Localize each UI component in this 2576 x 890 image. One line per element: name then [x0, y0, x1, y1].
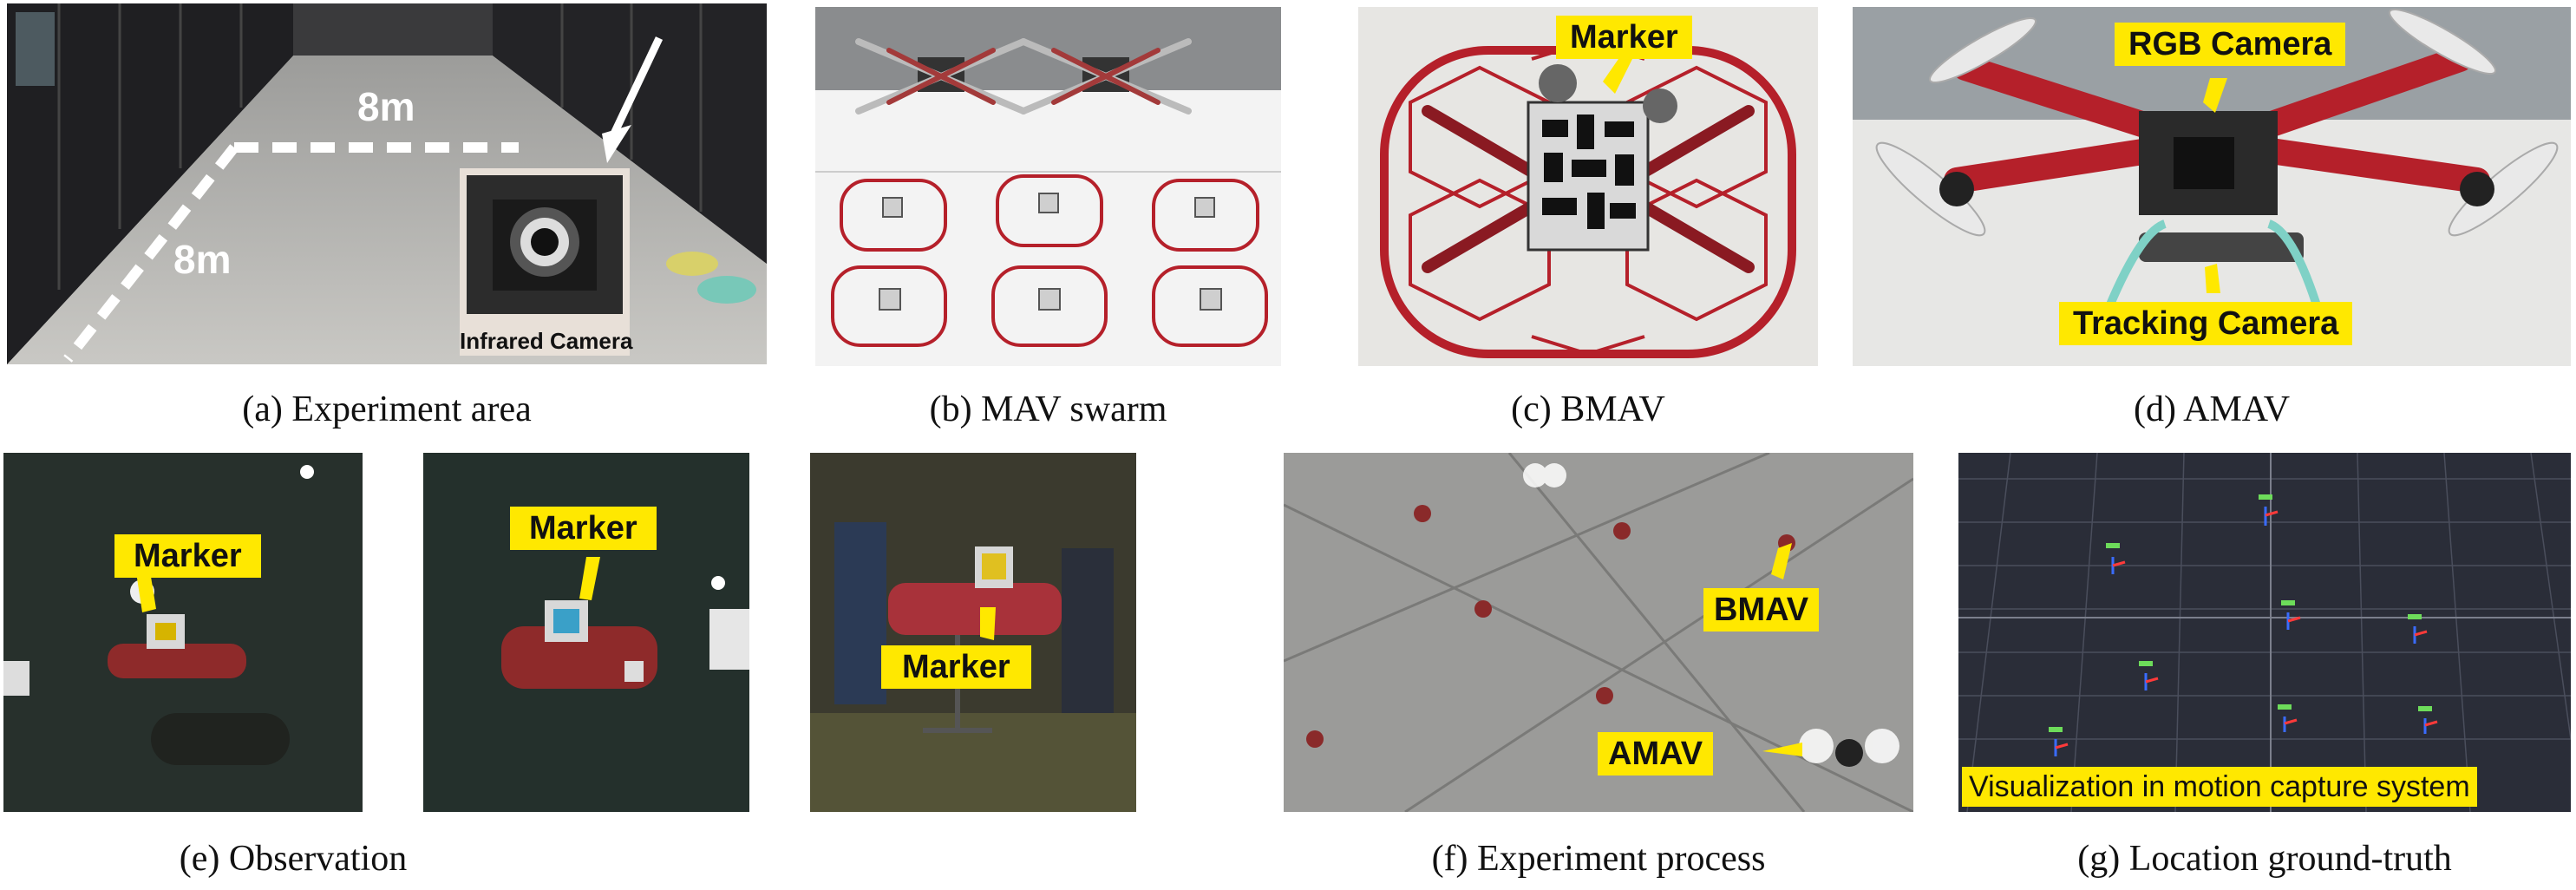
motion-capture-grid — [1958, 453, 2571, 812]
photo-experiment-process: BMAV AMAV — [1284, 453, 1913, 812]
motion-capture-visualization: Visualization in motion capture system — [1958, 453, 2571, 812]
observation-frame-3-image — [810, 453, 1136, 812]
caption-f: (f) Experiment process — [1431, 839, 1766, 879]
caption-g: (g) Location ground-truth — [2077, 839, 2452, 879]
rgb-camera-label: RGB Camera — [2115, 23, 2346, 66]
amav-label: AMAV — [1598, 732, 1714, 775]
observation-frame-3: Marker — [810, 453, 1136, 812]
caption-a: (a) Experiment area — [242, 389, 532, 429]
tracking-camera-label: Tracking Camera — [2059, 302, 2353, 345]
bmav-label: BMAV — [1703, 588, 1820, 632]
caption-c: (c) BMAV — [1511, 389, 1665, 429]
photo-amav: RGB Camera Tracking Camera — [1853, 7, 2571, 366]
marker-label-bmav: Marker — [1556, 16, 1692, 59]
observation-frame-1-image — [3, 453, 363, 812]
observation-frame-2: Marker — [423, 453, 749, 812]
photo-bmav: Marker — [1358, 7, 1818, 366]
mav-swarm-image — [815, 7, 1281, 366]
caption-e: (e) Observation — [179, 839, 408, 879]
marker-label-frame-2: Marker — [510, 507, 657, 550]
observation-frame-1: Marker — [3, 453, 363, 812]
dimension-label-depth: 8m — [173, 237, 232, 282]
experiment-area-image — [7, 3, 767, 364]
photo-experiment-area: 8m 8m Infrared Camera — [7, 3, 767, 364]
marker-label-frame-1: Marker — [114, 534, 261, 578]
dimension-label-width: 8m — [357, 84, 415, 129]
caption-b: (b) MAV swarm — [929, 389, 1167, 429]
visualization-label: Visualization in motion capture system — [1962, 767, 2477, 807]
infrared-camera-label: Infrared Camera — [460, 328, 633, 354]
caption-d: (d) AMAV — [2133, 389, 2291, 429]
marker-label-frame-3: Marker — [881, 645, 1031, 689]
photo-mav-swarm — [815, 7, 1281, 366]
bmav-image — [1358, 7, 1818, 366]
